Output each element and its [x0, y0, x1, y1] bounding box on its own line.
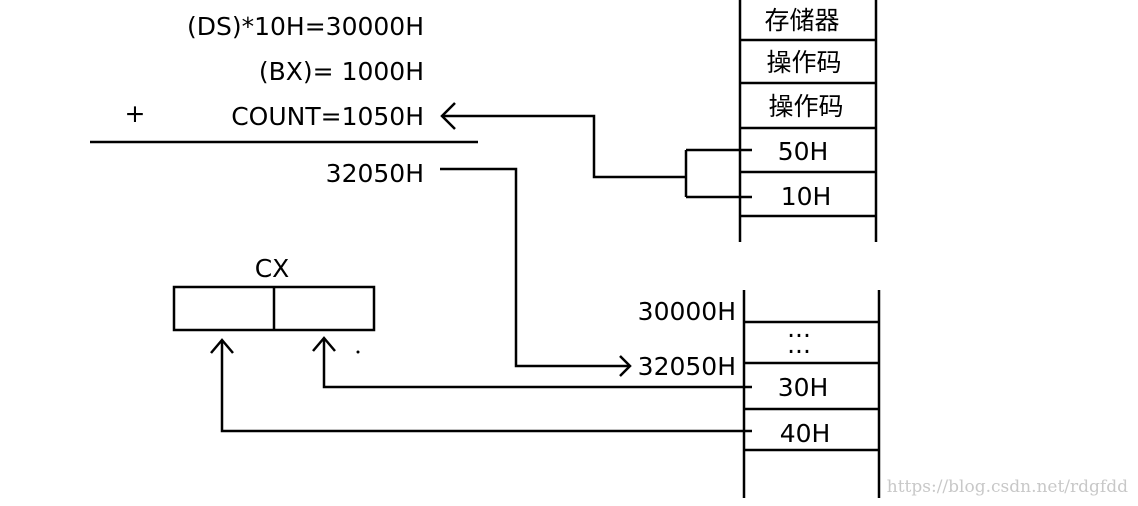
address-target-label: 32050H — [638, 352, 736, 381]
low-byte-arrow — [312, 336, 752, 389]
data-memory: 30000H ... ... 32050H 30H 40H — [638, 290, 881, 498]
count-low-cell: 50H — [778, 137, 829, 166]
opcode-cell: 操作码 — [766, 48, 841, 77]
address-start-label: 30000H — [638, 297, 736, 326]
watermark: https://blog.csdn.net/rdgfdd — [887, 477, 1128, 497]
data-byte-high-cell: 40H — [780, 419, 831, 448]
calc-result: 32050H — [326, 159, 424, 188]
calc-plus-sign: + — [125, 99, 146, 128]
opcode-cell: 操作码 — [768, 92, 843, 121]
ellipsis-row: ... — [787, 330, 811, 359]
code-memory: 存储器 操作码 操作码 50H 10H — [738, 0, 878, 242]
stray-dot — [356, 350, 360, 354]
calc-line-bx: (BX)= 1000H — [259, 57, 424, 86]
calc-line-count: COUNT=1050H — [231, 102, 424, 131]
arrowhead-icon — [619, 355, 632, 377]
count-link-arrow — [440, 102, 752, 199]
arrowhead-icon — [210, 338, 234, 354]
ellipsis-row: ... — [787, 314, 811, 343]
arrowhead-icon — [440, 102, 456, 130]
arrowhead-icon — [312, 336, 336, 352]
address-link-arrow — [440, 167, 632, 377]
count-high-cell: 10H — [781, 182, 832, 211]
calc-line-ds: (DS)*10H=30000H — [187, 12, 424, 41]
memory-header-cell: 存储器 — [764, 6, 839, 35]
cx-label: CX — [255, 254, 290, 283]
data-byte-low-cell: 30H — [778, 373, 829, 402]
high-byte-arrow — [210, 338, 752, 433]
